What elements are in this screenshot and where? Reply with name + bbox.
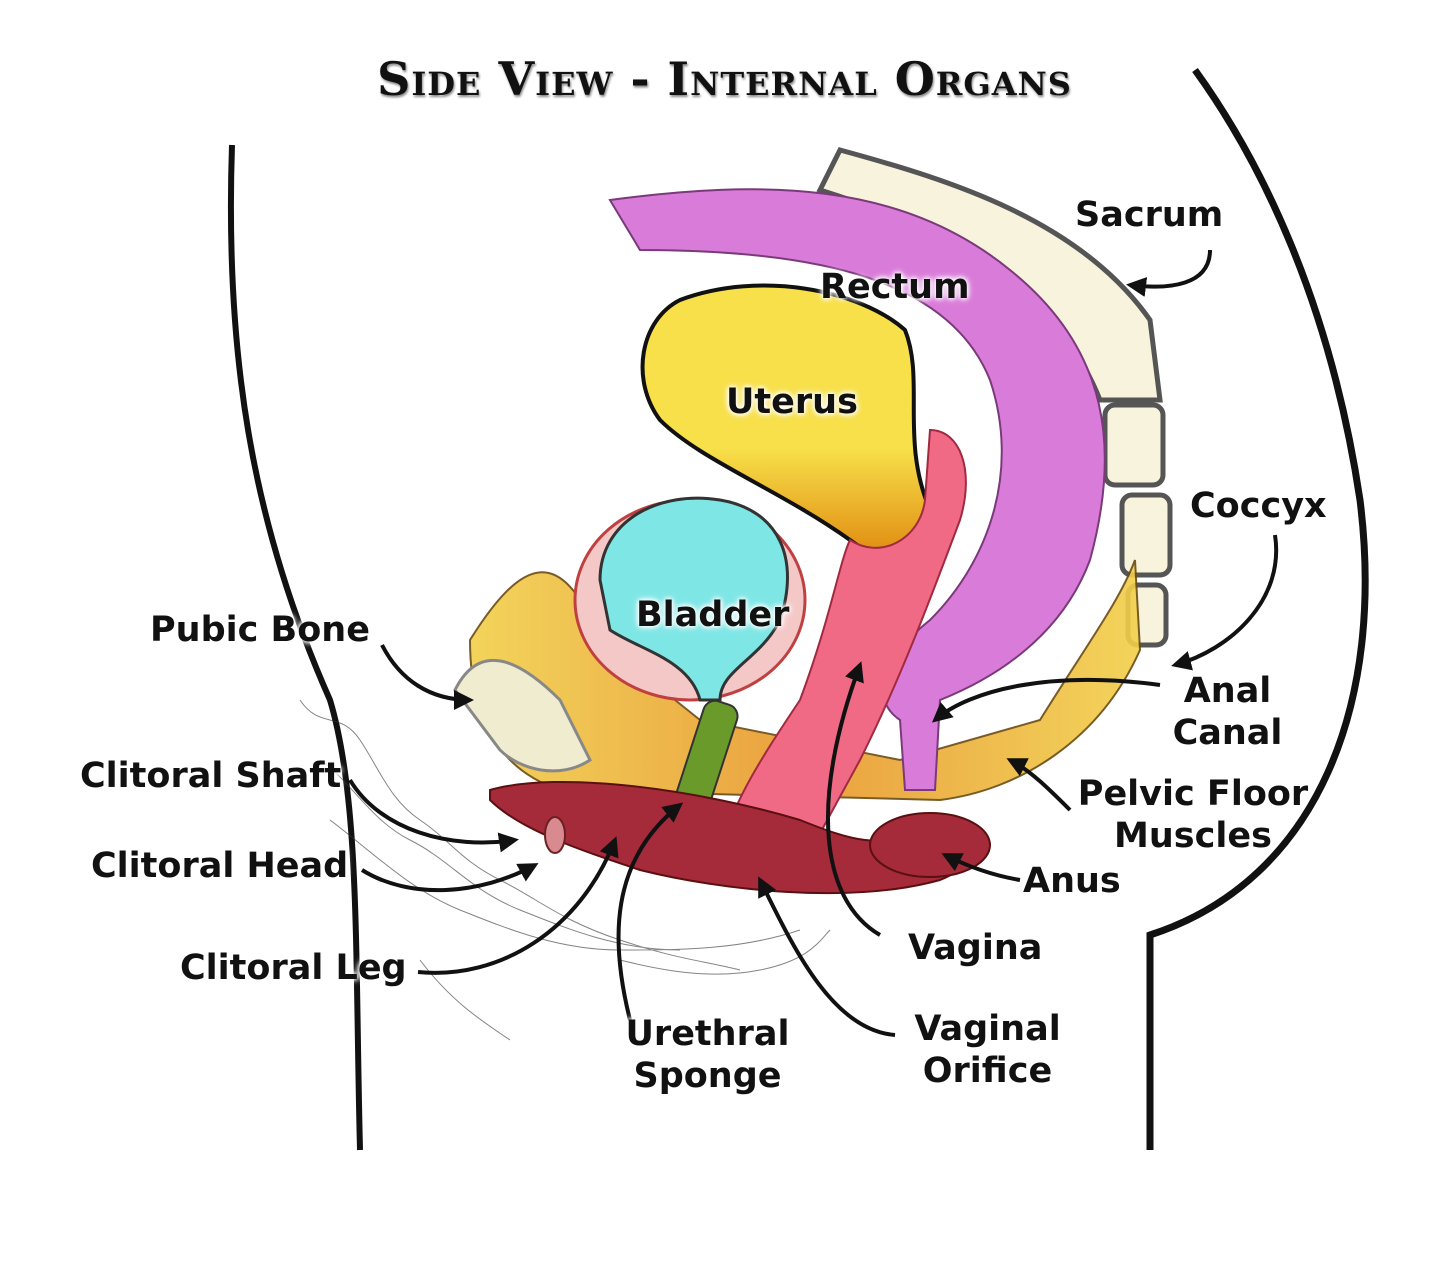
label-urethral-sponge: Urethral Sponge xyxy=(615,1013,800,1097)
label-pelvic-floor-line2: Muscles xyxy=(1114,816,1272,856)
label-pelvic-floor-line1: Pelvic Floor xyxy=(1077,774,1309,814)
body-outline-back xyxy=(1146,67,1369,1150)
label-clitoral-head: Clitoral Head xyxy=(91,846,349,886)
arrow-sacrum xyxy=(1126,249,1212,297)
label-pelvic-floor-muscles: Pelvic Floor Muscles xyxy=(1072,773,1314,857)
arrow-pelvic-floor xyxy=(1006,758,1072,812)
label-pubic-bone: Pubic Bone xyxy=(150,610,370,650)
arrow-vaginal-orifice xyxy=(758,876,896,1037)
pointer-arrows xyxy=(348,249,1279,1037)
arrow-vagina xyxy=(826,661,882,937)
arrow-clitoral-leg xyxy=(417,836,619,975)
label-urethral-sponge-line2: Sponge xyxy=(633,1056,782,1096)
label-clitoral-shaft: Clitoral Shaft xyxy=(80,756,342,796)
rectum xyxy=(608,188,1106,791)
label-anal-canal: Anal Canal xyxy=(1165,670,1290,754)
pelvic-floor-muscles xyxy=(468,559,1142,802)
label-vaginal-orifice-line1: Vaginal xyxy=(914,1009,1061,1049)
arrow-clitoral-head xyxy=(360,863,539,893)
arrow-anal-canal xyxy=(931,677,1161,723)
arrow-pubic-bone xyxy=(380,644,474,710)
label-anal-canal-line1: Anal xyxy=(1183,671,1272,711)
page-title: Side View - Internal Organs xyxy=(377,52,1072,106)
label-rectum: Rectum xyxy=(820,267,970,307)
label-sacrum: Sacrum xyxy=(1075,195,1224,235)
label-urethral-sponge-line1: Urethral xyxy=(625,1014,790,1054)
label-vagina: Vagina xyxy=(908,928,1043,968)
label-bladder: Bladder xyxy=(636,595,790,635)
bladder xyxy=(598,496,789,702)
arrow-coccyx xyxy=(1171,534,1279,671)
label-anal-canal-line2: Canal xyxy=(1172,713,1283,753)
body-outline-front xyxy=(227,144,363,1151)
pubic-bone xyxy=(453,659,592,773)
arrow-clitoral-shaft xyxy=(348,778,519,853)
label-vaginal-orifice: Vaginal Orifice xyxy=(905,1008,1070,1092)
label-vaginal-orifice-line2: Orifice xyxy=(922,1051,1053,1091)
label-clitoral-leg: Clitoral Leg xyxy=(180,948,407,988)
clitoral-head-shape xyxy=(544,816,566,854)
label-uterus: Uterus xyxy=(726,382,858,422)
label-anus: Anus xyxy=(1023,861,1121,901)
arrow-urethral-sponge xyxy=(616,802,684,1021)
arrow-anus xyxy=(941,853,1021,882)
label-coccyx: Coccyx xyxy=(1190,486,1327,526)
